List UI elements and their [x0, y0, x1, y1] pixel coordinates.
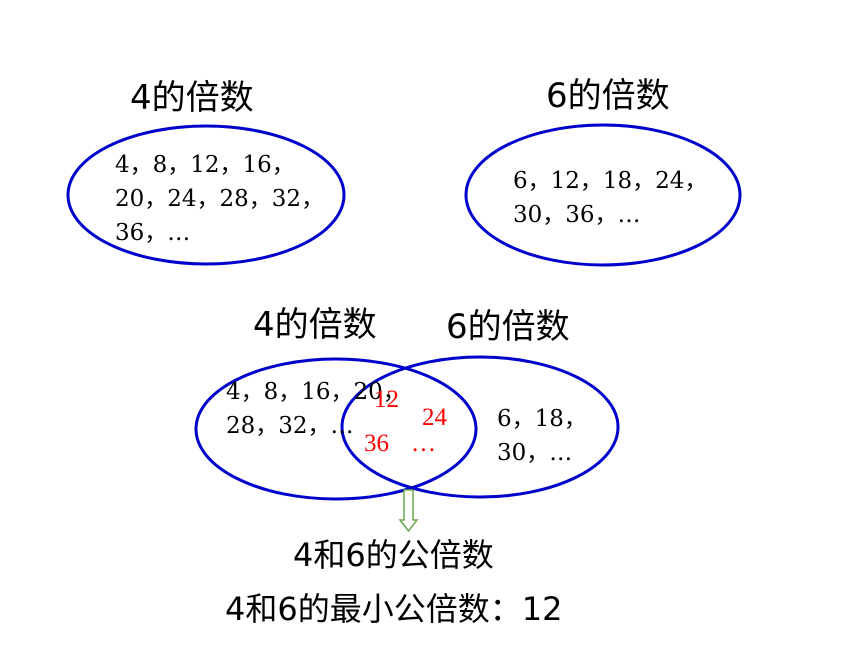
- lcm-label: 4和6的最小公倍数：12: [225, 590, 563, 628]
- list-line: 4，8，16，20，: [226, 379, 406, 405]
- top-left-ellipse: [66, 124, 346, 266]
- common-multiple-ellipsis: …: [411, 430, 436, 457]
- multiples-of-4-list: 4，8，12，16， 20，24，28，32， 36，…: [115, 148, 324, 250]
- list-line: 30，36，…: [513, 202, 641, 228]
- venn-right-ellipse: [340, 355, 620, 499]
- top-right-title: 6的倍数: [546, 76, 670, 116]
- list-line: 30，…: [497, 440, 573, 466]
- down-arrow-icon: [398, 489, 419, 533]
- top-left-title: 4的倍数: [130, 78, 254, 118]
- list-line: 20，24，28，32，: [115, 186, 325, 212]
- list-line: 4，8，12，16，: [115, 152, 295, 178]
- common-multiple-36: 36: [364, 430, 389, 457]
- top-right-ellipse: [464, 123, 742, 267]
- common-multiple-24: 24: [422, 404, 447, 431]
- list-line: 28，32，…: [226, 413, 354, 439]
- list-line: 36，…: [115, 220, 191, 246]
- list-line: 6，12，18，24，: [513, 168, 708, 194]
- venn-left-ellipse: [194, 357, 478, 501]
- list-line: 6，18，: [497, 406, 587, 432]
- common-multiple-12: 12: [374, 386, 399, 413]
- venn-right-title: 6的倍数: [446, 307, 570, 347]
- venn-left-only-list: 4，8，16，20， 28，32，…: [226, 375, 406, 443]
- multiples-of-6-list: 6，12，18，24， 30，36，…: [513, 164, 707, 232]
- venn-left-title: 4的倍数: [253, 305, 377, 345]
- venn-right-only-list: 6，18， 30，…: [497, 402, 587, 470]
- common-multiples-label: 4和6的公倍数: [293, 536, 494, 574]
